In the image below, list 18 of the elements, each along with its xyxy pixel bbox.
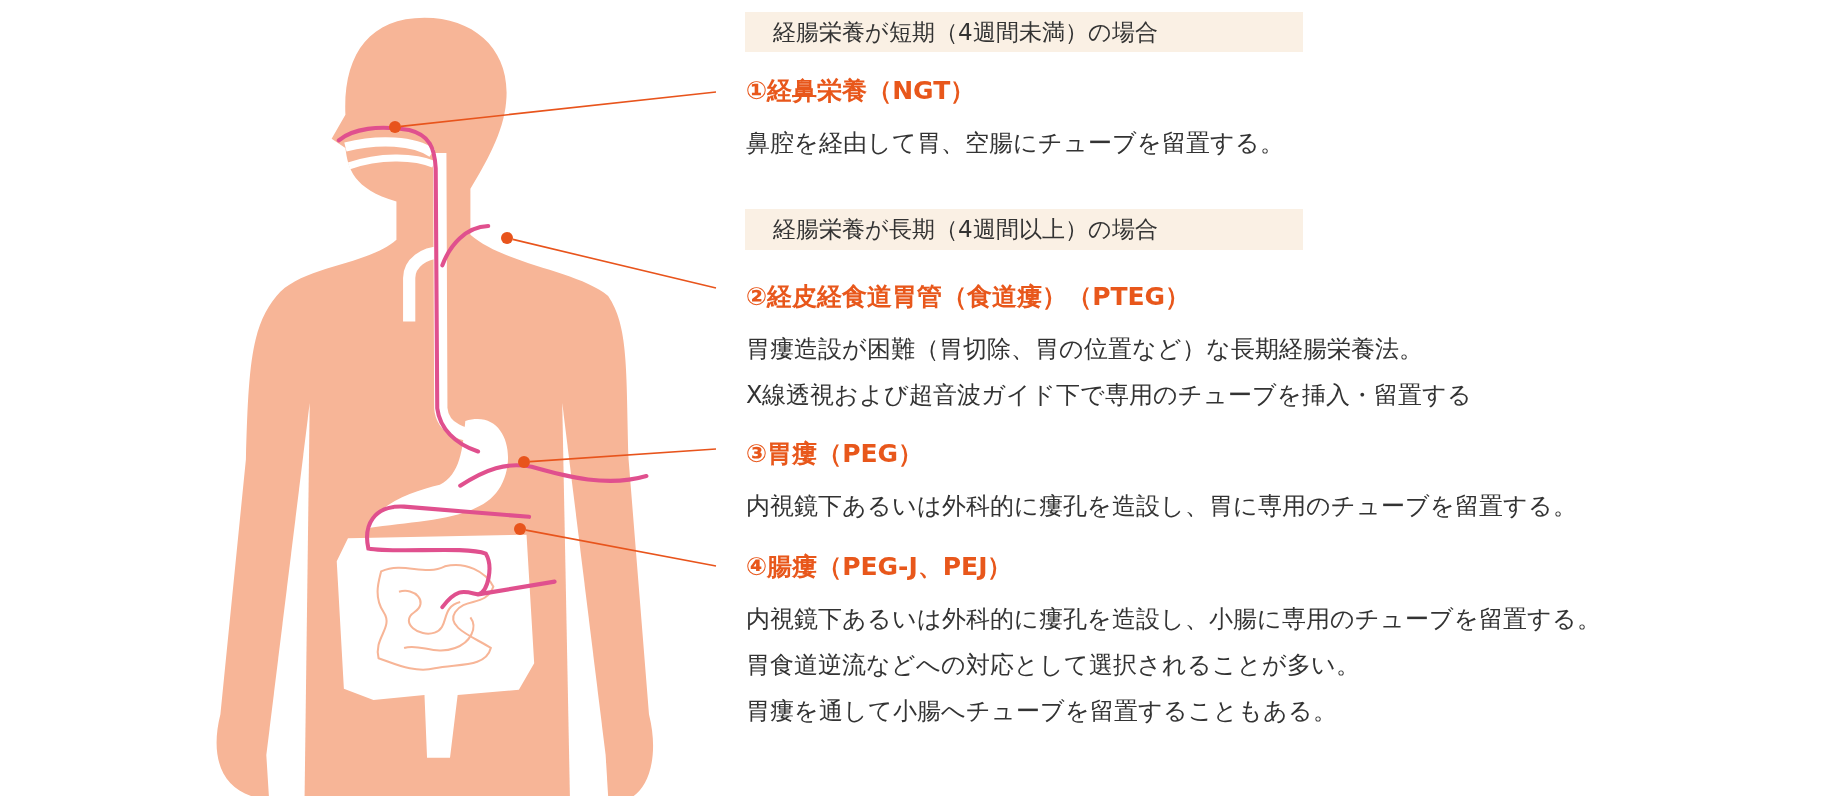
leader-line: [525, 529, 717, 567]
method-heading: ②経皮経食道胃管（食道瘻）（PTEG）: [746, 281, 1192, 313]
description-text: 鼻腔を経由して胃、空腸にチューブを留置する。: [746, 128, 1284, 159]
method-heading: ④腸瘻（PEG-J、PEJ）: [746, 551, 1014, 583]
description-text: X線透視および超音波ガイド下で専用のチューブを挿入・留置する: [746, 380, 1473, 411]
leader-line: [400, 91, 717, 128]
heading-band: 経腸栄養が短期（4週間未満）の場合: [745, 12, 1303, 52]
description-text: 胃瘻造設が困難（胃切除、胃の位置など）な長期経腸栄養法。: [746, 334, 1424, 365]
leader-line: [512, 238, 717, 289]
description-text: 内視鏡下あるいは外科的に瘻孔を造設し、胃に専用のチューブを留置する。: [746, 491, 1577, 522]
method-heading: ③胃瘻（PEG）: [746, 438, 925, 470]
heading-band: 経腸栄養が長期（4週間以上）の場合: [745, 209, 1303, 250]
leader-line: [529, 448, 717, 463]
description-text: 内視鏡下あるいは外科的に瘻孔を造設し、小腸に専用のチューブを留置する。: [746, 604, 1601, 635]
description-text: 胃食道逆流などへの対応として選択されることが多い。: [746, 650, 1361, 681]
marker-dot: [501, 232, 513, 244]
description-text: 胃瘻を通して小腸へチューブを留置することもある。: [746, 696, 1338, 727]
method-heading: ①経鼻栄養（NGT）: [746, 75, 977, 107]
